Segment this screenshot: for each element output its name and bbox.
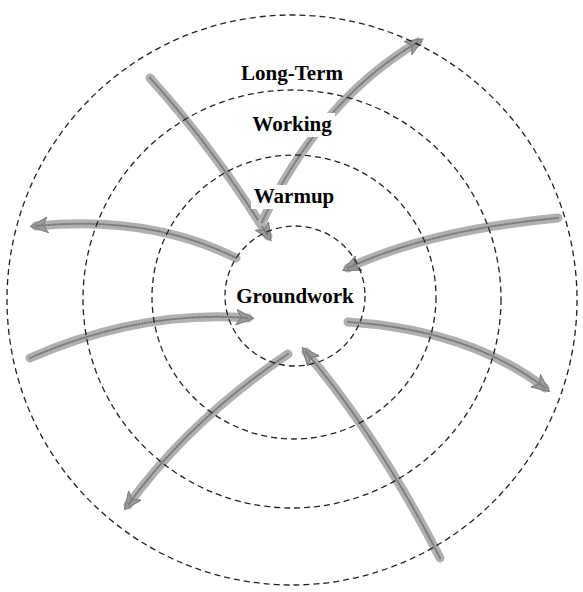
ring-region: Long-TermWorkingWarmupGroundwork xyxy=(6,14,578,586)
ring-circle xyxy=(225,226,365,366)
ring-circle xyxy=(7,15,577,585)
swirl-hatch xyxy=(128,354,288,505)
swirl-hatch xyxy=(30,317,248,358)
ring-region: Groundwork xyxy=(224,225,366,367)
swirl-arrow xyxy=(348,218,558,268)
swirl-arrow xyxy=(150,78,268,236)
swirl-arrow xyxy=(128,354,288,505)
ring-label: Long-Term xyxy=(238,62,346,85)
ring-circle xyxy=(83,90,501,508)
swirl-hatch xyxy=(348,218,558,268)
swirl-arrow xyxy=(348,322,545,388)
ring-label: Working xyxy=(249,113,334,136)
swirl-arrow xyxy=(36,224,236,258)
ring-region: WarmupGroundwork xyxy=(151,154,437,440)
ring-circle xyxy=(152,155,436,439)
swirl-hatch xyxy=(150,78,268,236)
swirl-arrow xyxy=(30,317,248,358)
swirl-arrow xyxy=(306,352,440,558)
swirl-hatch xyxy=(348,322,545,388)
swirl-hatch xyxy=(306,352,440,558)
ring-label: Groundwork xyxy=(233,285,356,308)
ring-label: Warmup xyxy=(251,185,338,208)
ring-region: WorkingWarmupGroundwork xyxy=(82,89,502,509)
swirl-hatch xyxy=(36,224,236,258)
